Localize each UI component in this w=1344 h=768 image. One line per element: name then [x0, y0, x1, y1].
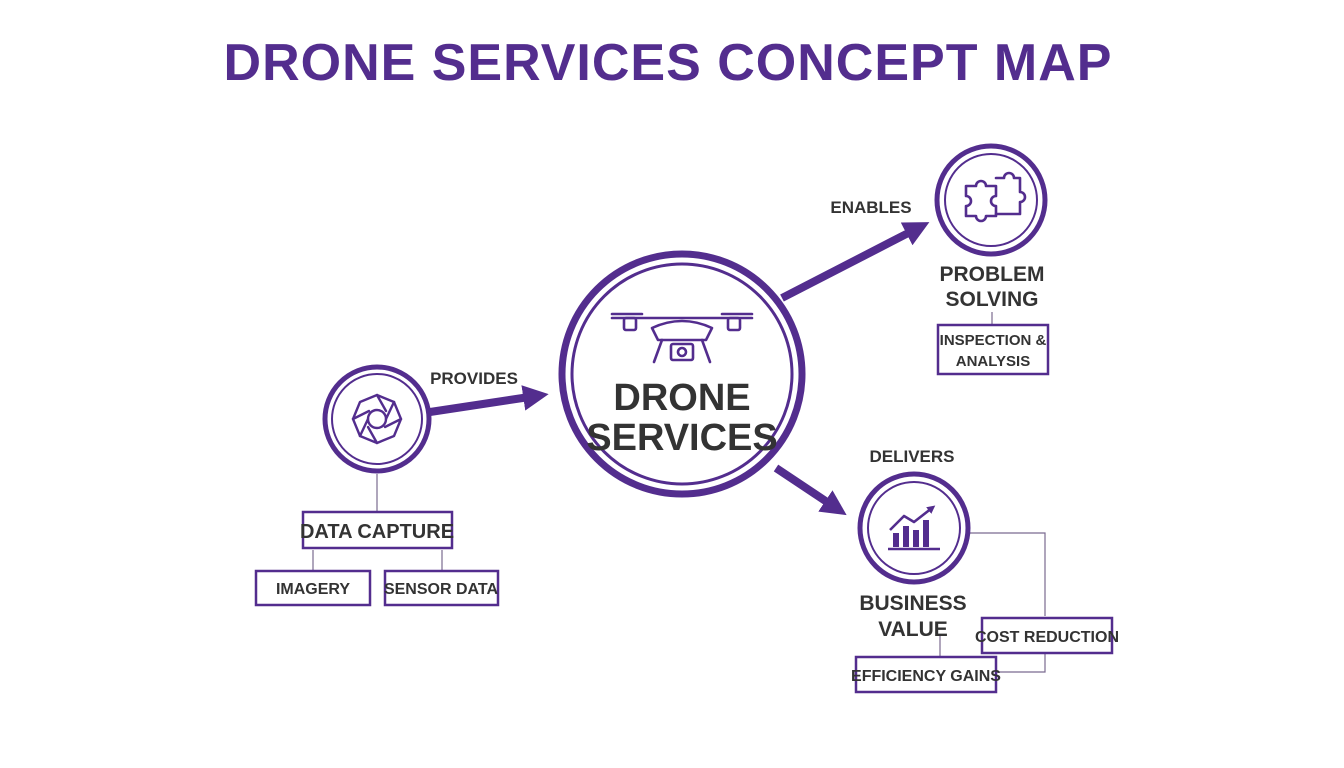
- efficiency-gains-label: EFFICIENCY GAINS: [851, 668, 1001, 685]
- box-data-capture: [301, 510, 454, 550]
- business-value-line1: BUSINESS: [859, 592, 966, 615]
- node-data-capture: DATA CAPTURE IMAGERY SENSOR DATA: [254, 364, 500, 607]
- relation-arrows: [429, 222, 930, 516]
- drone-icon: [610, 312, 754, 364]
- page-title: DRONE SERVICES CONCEPT MAP: [224, 34, 1113, 92]
- inspection-label-line2: ANALYSIS: [956, 353, 1030, 370]
- central-label-line1: DRONE: [613, 377, 750, 419]
- cost-reduction-label: COST REDUCTION: [975, 629, 1119, 646]
- data-capture-label: DATA CAPTURE: [300, 521, 454, 543]
- node-business-value: BUSINESS VALUE COST REDUCTION EFFICIENCY…: [851, 471, 1119, 694]
- camera-aperture-icon: [351, 393, 403, 445]
- arrow-delivers: [773, 464, 847, 516]
- arrow-provides: [429, 385, 549, 416]
- edge-label-enables: ENABLES: [830, 198, 911, 217]
- box-inspection-analysis: [936, 323, 1050, 376]
- central-node-drone-services: DRONE SERVICES: [558, 250, 806, 498]
- puzzle-icon: [964, 171, 1027, 223]
- box-cost-reduction: [980, 616, 1114, 655]
- box-imagery: [254, 569, 372, 607]
- problem-solving-line2: SOLVING: [946, 288, 1039, 311]
- inspection-label-line1: INSPECTION &: [940, 332, 1047, 349]
- problem-solving-line1: PROBLEM: [940, 263, 1045, 286]
- edge-label-provides: PROVIDES: [430, 369, 518, 388]
- business-value-line2: VALUE: [878, 618, 948, 641]
- connector-lines: [312, 312, 1046, 673]
- box-sensor-data: [383, 569, 500, 607]
- connector-cost-reduction: [968, 532, 1046, 616]
- sensor-data-label: SENSOR DATA: [384, 581, 499, 598]
- arrow-enables: [780, 222, 930, 302]
- box-efficiency-gains: [854, 655, 998, 694]
- node-problem-solving: PROBLEM SOLVING INSPECTION & ANALYSIS: [934, 143, 1050, 376]
- edge-label-delivers: DELIVERS: [869, 447, 954, 466]
- growth-chart-icon: [888, 505, 940, 551]
- central-label-line2: SERVICES: [586, 417, 777, 459]
- connector-efficiency-cost: [996, 654, 1046, 673]
- imagery-label: IMAGERY: [276, 581, 350, 598]
